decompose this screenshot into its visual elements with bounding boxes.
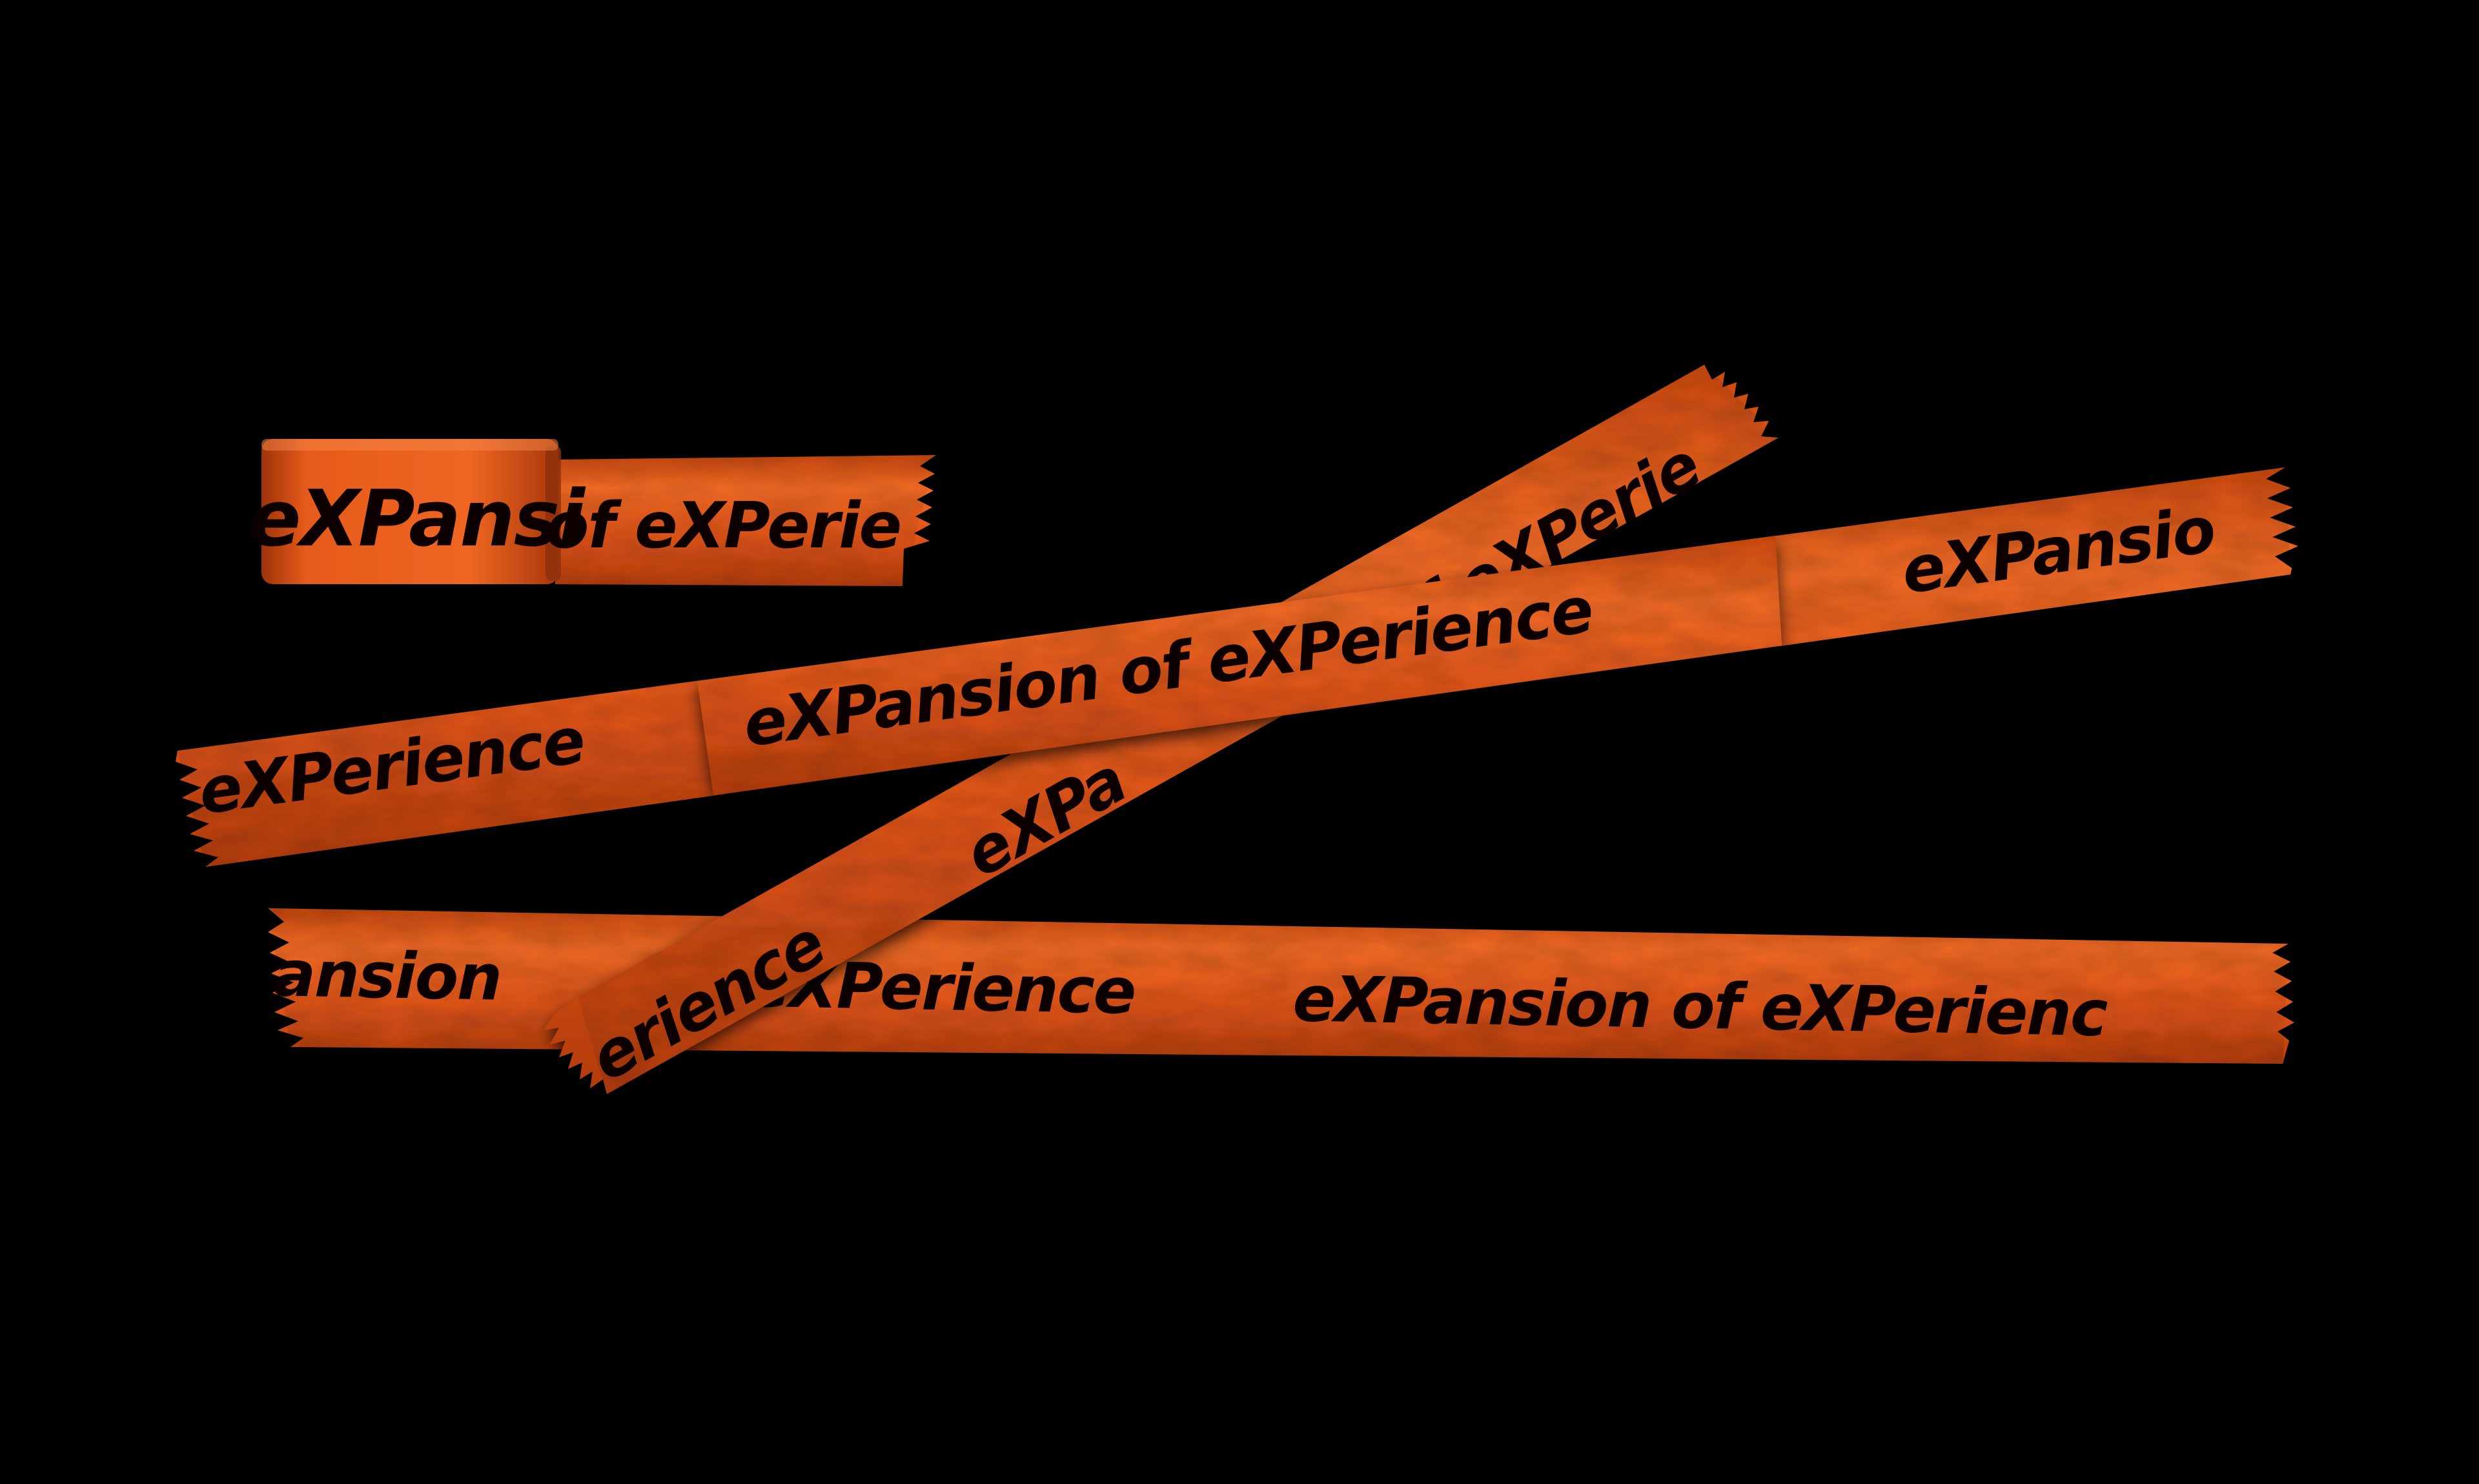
upper-tape-overlap-texture <box>697 536 1782 795</box>
tape-roll-strip-text: of eXPerie <box>546 489 901 563</box>
tape-roll-body <box>261 439 558 584</box>
tape-roll-text: eXPansi <box>249 474 586 564</box>
lower-tape-right-text: eXPansion of eXPerienc <box>1292 962 2108 1051</box>
tape-roll-edge <box>546 445 561 581</box>
tape-roll: eXPansi of eXPerie <box>249 439 936 586</box>
lower-tape-left-text: ansion <box>272 937 502 1015</box>
tape-roll-strip-texture <box>555 455 936 586</box>
tape-roll-top-highlight <box>261 439 558 451</box>
